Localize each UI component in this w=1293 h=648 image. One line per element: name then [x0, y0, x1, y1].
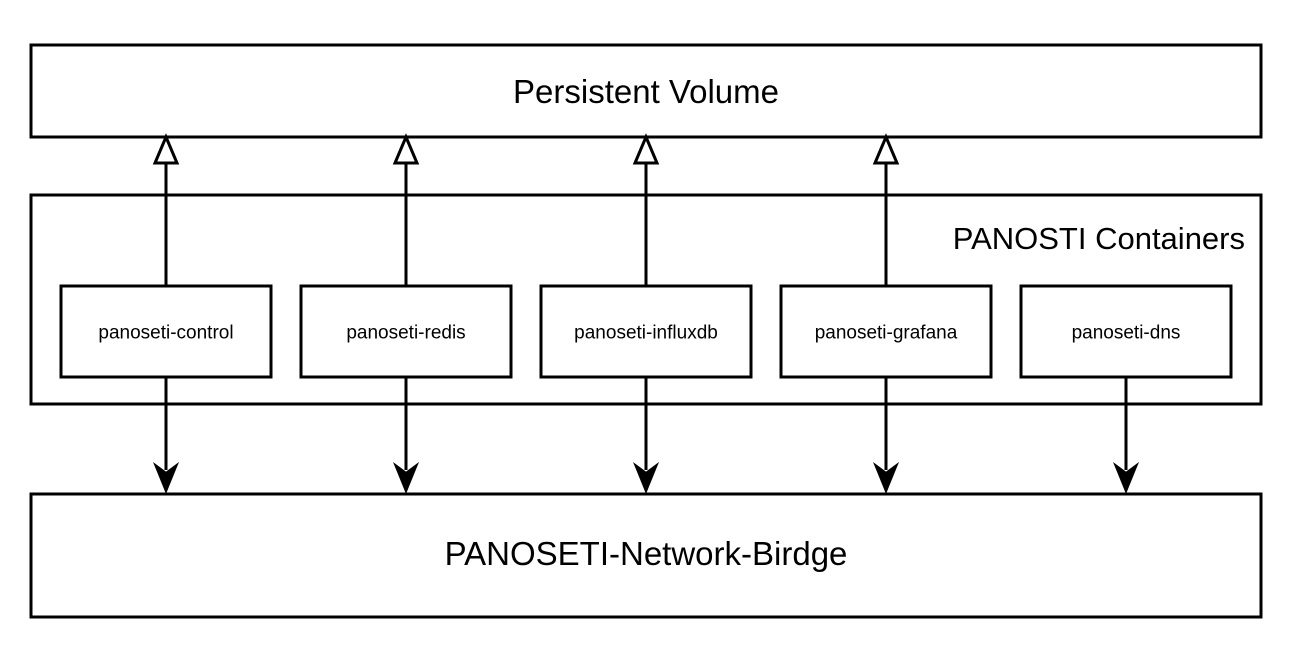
- panosti-containers-label: PANOSTI Containers: [953, 221, 1245, 256]
- container-label: panoseti-influxdb: [574, 323, 718, 344]
- container-label: panoseti-redis: [346, 323, 465, 344]
- container-node-panoseti-redis[interactable]: panoseti-redis: [299, 284, 513, 379]
- container-label: panoseti-dns: [1072, 323, 1181, 344]
- container-node-panoseti-control[interactable]: panoseti-control: [59, 284, 273, 379]
- persistent-volume-node[interactable]: Persistent Volume: [29, 43, 1263, 139]
- persistent-volume-box: [29, 43, 1263, 139]
- persistent-volume-label: Persistent Volume: [513, 73, 779, 110]
- container-node-panoseti-influxdb[interactable]: panoseti-influxdb: [539, 284, 753, 379]
- volume-arrowhead-up-icon-2: [632, 133, 660, 165]
- network-bridge-box: [29, 492, 1263, 619]
- volume-arrowhead-up-icon-1: [392, 133, 420, 165]
- network-arrowhead-down-icon-1: [393, 462, 419, 494]
- volume-arrowhead-up-icon-0: [152, 133, 180, 165]
- network-bridge-node[interactable]: PANOSETI-Network-Birdge: [29, 492, 1263, 619]
- network-arrowhead-down-icon-3: [873, 462, 899, 494]
- container-label: panoseti-grafana: [815, 323, 958, 344]
- container-node-layer: panoseti-control panoseti-redis panoseti-i…: [59, 284, 1233, 379]
- network-bridge-label: PANOSETI-Network-Birdge: [445, 535, 848, 572]
- network-arrowhead-down-icon-4: [1113, 462, 1139, 494]
- container-box: [779, 284, 993, 379]
- container-box: [1019, 284, 1233, 379]
- volume-arrowhead-up-icon-3: [872, 133, 900, 165]
- container-node-panoseti-dns[interactable]: panoseti-dns: [1019, 284, 1233, 379]
- container-label: panoseti-control: [98, 323, 233, 344]
- container-box: [299, 284, 513, 379]
- container-node-panoseti-grafana[interactable]: panoseti-grafana: [779, 284, 993, 379]
- network-arrowhead-down-icon-2: [633, 462, 659, 494]
- container-box: [539, 284, 753, 379]
- connector-layer: [152, 133, 1139, 494]
- container-box: [59, 284, 273, 379]
- network-arrowhead-down-icon-0: [153, 462, 179, 494]
